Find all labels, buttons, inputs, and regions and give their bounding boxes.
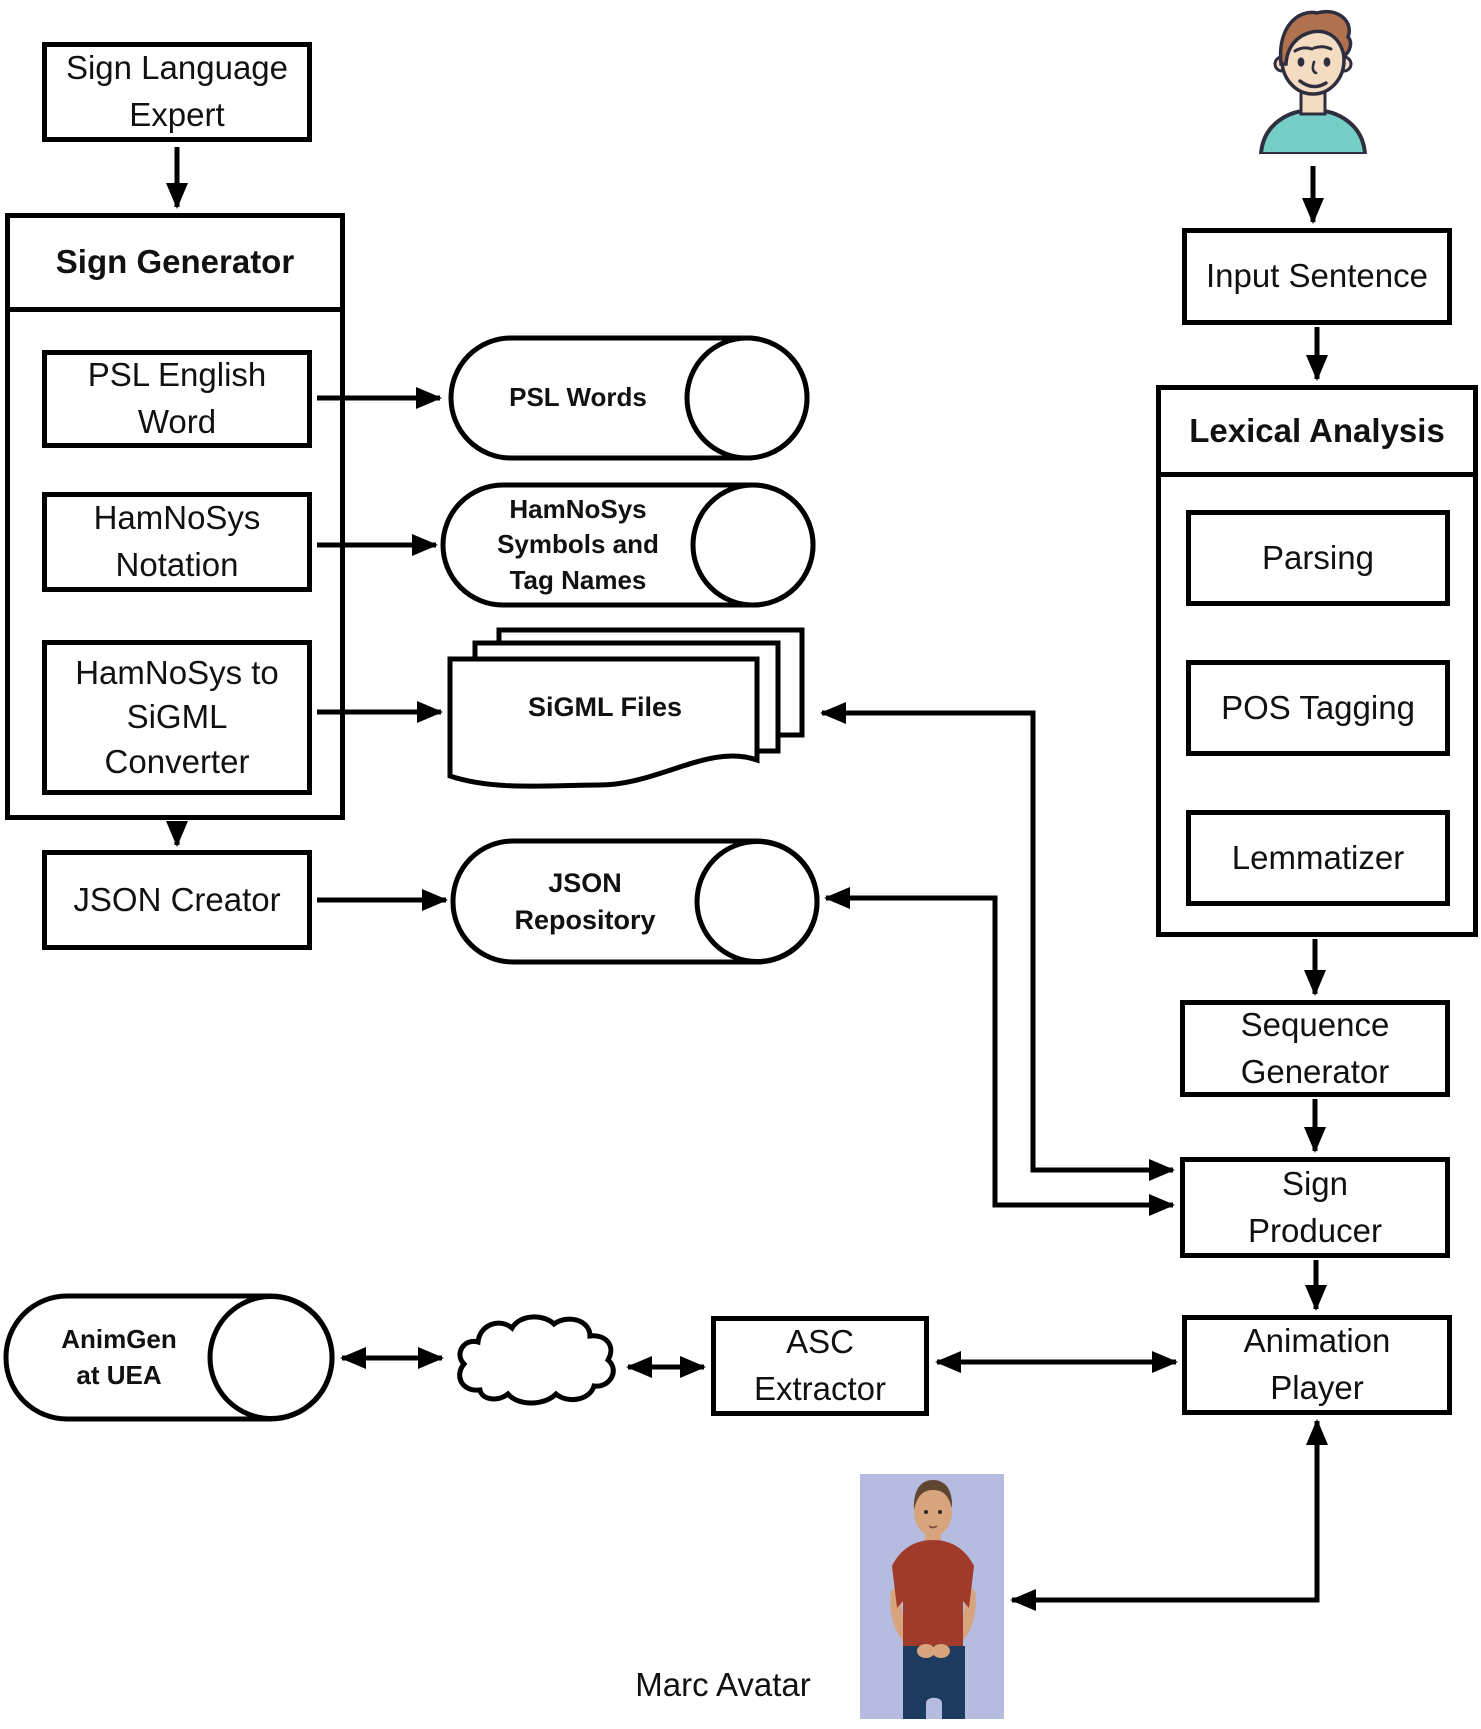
node-sign-producer: Sign Producer: [1180, 1157, 1450, 1258]
sign-producer-label: Sign Producer: [1248, 1164, 1382, 1249]
lemmatizer-label: Lemmatizer: [1231, 838, 1405, 876]
network-cloud-icon: [450, 1310, 622, 1414]
hamnosys-to-sigml-converter-label: HamNoSys to SiGML Converter: [75, 653, 279, 780]
marc-avatar-svg: [860, 1474, 1004, 1719]
node-lemmatizer: Lemmatizer: [1186, 810, 1450, 906]
node-input-sentence: Input Sentence: [1182, 228, 1452, 325]
node-animation-player: Animation Player: [1182, 1315, 1452, 1415]
node-hamnosys-to-sigml-converter: HamNoSys to SiGML Converter: [42, 640, 312, 795]
node-sign-language-expert: Sign Language Expert: [42, 42, 312, 142]
cylinder-shape: [3, 1293, 335, 1422]
user-person-icon-svg: [1258, 9, 1368, 154]
hamnosys-notation-label: HamNoSys Notation: [93, 499, 261, 583]
marc-avatar-caption: Marc Avatar: [613, 1660, 833, 1710]
asc-extractor-label: ASC Extractor: [753, 1323, 887, 1407]
cylinder-shape: [440, 482, 816, 608]
marc-avatar-label: Marc Avatar: [635, 1665, 811, 1703]
store-psl-words: PSL Words: [448, 335, 810, 461]
node-sequence-generator: Sequence Generator: [1180, 1000, 1450, 1097]
sign-generator-title-band: Sign Generator: [10, 218, 340, 312]
store-sigml-files: SiGML Files: [447, 627, 807, 792]
node-json-creator: JSON Creator: [42, 850, 312, 950]
node-psl-english-word: PSL English Word: [42, 350, 312, 448]
node-pos-tagging: POS Tagging: [1186, 660, 1450, 756]
parsing-label: Parsing: [1262, 538, 1374, 576]
node-hamnosys-notation: HamNoSys Notation: [42, 492, 312, 592]
store-hamnosys-symbols: HamNoSys Symbols and Tag Names: [440, 482, 816, 608]
marc-avatar-image: [860, 1474, 1004, 1719]
node-asc-extractor: ASC Extractor: [711, 1316, 929, 1416]
sign-generator-title: Sign Generator: [55, 243, 295, 281]
lexical-analysis-title-band: Lexical Analysis: [1161, 390, 1473, 477]
cylinder-shape: [450, 838, 820, 965]
store-animgen-at-uea: AnimGen at UEA: [3, 1293, 335, 1422]
psl-words-label: PSL Words: [509, 382, 647, 413]
node-parsing: Parsing: [1186, 510, 1450, 606]
input-sentence-label: Input Sentence: [1205, 257, 1428, 295]
store-json-repository: JSON Repository: [450, 838, 820, 965]
cylinder-shape: [448, 335, 810, 461]
json-repository-label: JSON Repository: [514, 868, 656, 935]
user-person-icon: [1253, 4, 1373, 154]
document-stack-shape: [447, 627, 805, 789]
psl-english-word-label: PSL English Word: [87, 356, 267, 440]
edge-repository-producer-link: [824, 887, 1175, 1216]
pos-tagging-label: POS Tagging: [1221, 688, 1415, 726]
sign-language-expert-label: Sign Language Expert: [65, 49, 289, 133]
json-creator-label: JSON Creator: [73, 880, 281, 918]
animation-player-label: Animation Player: [1243, 1322, 1391, 1406]
edge-player-avatar-link: [1010, 1419, 1328, 1611]
sequence-generator-label: Sequence Generator: [1240, 1005, 1390, 1090]
sigml-files-label: SiGML Files: [527, 691, 683, 722]
cloud-shape: [457, 1314, 616, 1406]
hamnosys-symbols-label: HamNoSys Symbols and Tag Names: [497, 494, 659, 595]
edge-sigml-producer-link: [820, 702, 1175, 1181]
lexical-analysis-title: Lexical Analysis: [1189, 411, 1445, 449]
animgen-at-uea-label: AnimGen at UEA: [61, 1324, 177, 1390]
